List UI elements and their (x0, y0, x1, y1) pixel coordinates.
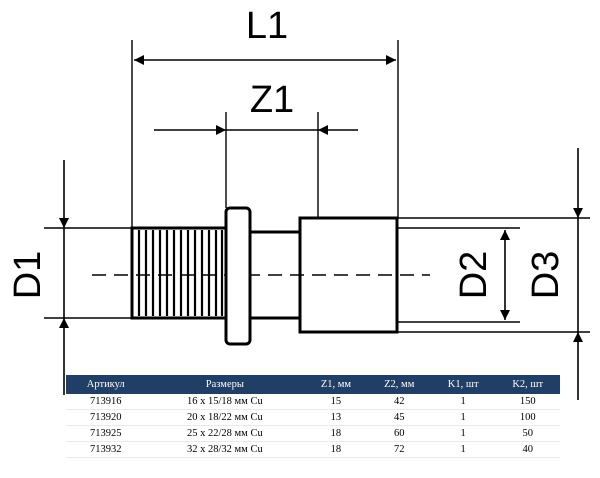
cell-dimensions: 16 x 15/18 мм Cu (145, 394, 305, 410)
header-k2: K2, шт (495, 375, 560, 394)
header-k1: K1, шт (430, 375, 496, 394)
cell-z2: 42 (367, 394, 431, 410)
cell-k2: 100 (495, 409, 560, 426)
d3-label: D3 (525, 251, 567, 300)
fitting-body (248, 216, 399, 334)
cell-article: 713916 (66, 394, 146, 410)
cell-article: 713920 (66, 409, 146, 426)
header-dimensions: Размеры (145, 375, 305, 394)
cell-k2: 50 (495, 425, 560, 442)
cell-dimensions: 20 x 18/22 мм Cu (145, 409, 305, 426)
table-row: 713920 20 x 18/22 мм Cu 13 45 1 100 (66, 409, 560, 426)
cell-article: 713925 (66, 425, 146, 442)
cell-k2: 40 (495, 441, 560, 458)
table-header-row: Артикул Размеры Z1, мм Z2, мм K1, шт K2,… (66, 375, 560, 394)
cell-z1: 15 (304, 394, 368, 410)
cell-k1: 1 (430, 409, 496, 426)
threaded-end (130, 226, 232, 320)
d2-label: D2 (453, 251, 495, 300)
header-z1: Z1, мм (304, 375, 368, 394)
cell-k1: 1 (430, 441, 496, 458)
cell-k1: 1 (430, 425, 496, 442)
cell-z1: 18 (304, 441, 368, 458)
cell-article: 713932 (66, 441, 146, 458)
table-row: 713925 25 x 22/28 мм Cu 18 60 1 50 (66, 425, 560, 442)
collar (224, 206, 252, 346)
cell-z2: 72 (367, 441, 431, 458)
z1-label: Z1 (250, 79, 294, 121)
header-article: Артикул (66, 375, 146, 394)
extension-lines (44, 40, 590, 333)
cell-z2: 45 (367, 409, 431, 426)
d1-label: D1 (7, 251, 49, 300)
cell-z1: 18 (304, 425, 368, 442)
header-z2: Z2, мм (367, 375, 431, 394)
cell-dimensions: 32 x 28/32 мм Cu (145, 441, 305, 458)
l1-label: L1 (246, 5, 288, 47)
cell-k2: 150 (495, 394, 560, 410)
table-row: 713932 32 x 28/32 мм Cu 18 72 1 40 (66, 441, 560, 458)
spec-table: Артикул Размеры Z1, мм Z2, мм K1, шт K2,… (66, 375, 560, 458)
table-row: 713916 16 x 15/18 мм Cu 15 42 1 150 (66, 394, 560, 410)
cell-z1: 13 (304, 409, 368, 426)
cell-z2: 60 (367, 425, 431, 442)
cell-k1: 1 (430, 394, 496, 410)
cell-dimensions: 25 x 22/28 мм Cu (145, 425, 305, 442)
